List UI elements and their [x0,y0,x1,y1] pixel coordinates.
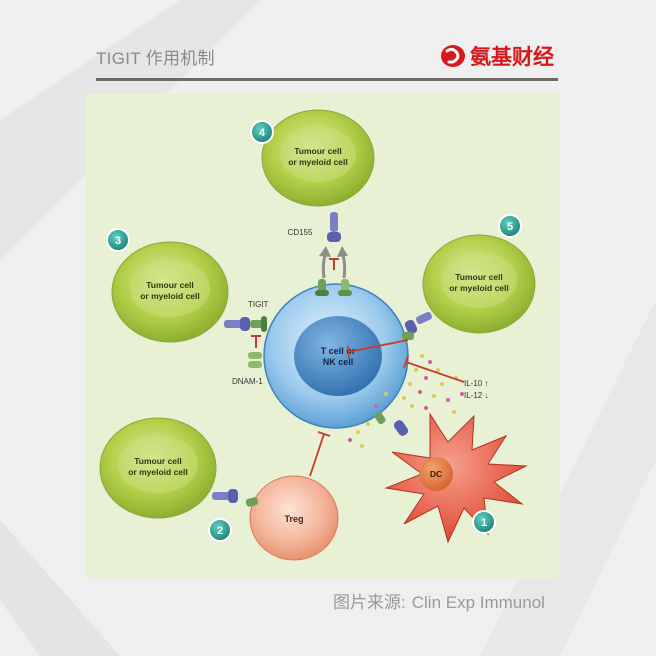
page-title: TIGIT 作用机制 [96,49,215,68]
cd155-label: CD155 [288,228,313,237]
brand-name: 氨基财经 [470,45,554,69]
inhibition-mark-tigit [251,335,261,348]
dendritic-cell: DC [384,412,528,544]
ligand-cell-3 [224,317,250,331]
step-badge-2-number: 2 [217,525,223,537]
tigit-receptor-top [315,279,329,296]
step-badge-1: 1 [472,510,496,534]
image-source-name: Clin Exp Immunol [411,593,545,612]
step-badge-1-number: 1 [481,517,487,529]
inhibition-arrow-cell5 [347,339,409,359]
tumour-cell-5: Tumour cell or myeloid cell [422,234,536,334]
brand-logo: 氨基财经 [440,42,554,70]
treg-label: Treg [284,514,303,524]
tumour-cell-4-label-2: or myeloid cell [288,157,348,167]
dc-label: DC [430,469,442,479]
t-cell-label-1: T cell or [321,346,356,356]
step-badge-4-number: 4 [259,127,266,139]
cd155-receptor [327,212,341,242]
tumour-cell-2-label-2: or myeloid cell [128,467,188,477]
tumour-cell-4: Tumour cell or myeloid cell [261,109,375,207]
arrow-head-right [337,246,348,257]
il10-label: IL-10 ↑ [464,379,488,388]
treg-cell: Treg [249,475,339,561]
step-badge-5-number: 5 [507,221,513,233]
arrow-head-left [319,246,331,257]
step-badge-3-number: 3 [115,235,121,247]
tumour-cell-3: Tumour cell or myeloid cell [111,241,229,343]
tumour-cell-2: Tumour cell or myeloid cell [99,417,217,519]
tigit-mechanism-diagram: Tumour cell or myeloid cell CD155 Tumour… [86,94,559,578]
dnam-receptor-left [248,352,262,368]
dnam-label: DNAM-1 [232,377,263,386]
t-cell-label-2: NK cell [323,357,354,367]
treg-receptor [245,497,259,507]
inhibition-mark-cd155 [329,258,339,270]
header-divider [96,78,558,81]
brand-mark-icon [441,45,465,67]
ligand-cell-2 [212,489,238,503]
dnam-receptor-top [338,279,352,296]
tigit-receptor-bottom [374,411,386,425]
image-source: 图片来源: Clin Exp Immunol [333,588,545,613]
step-badge-3: 3 [106,228,130,252]
dc-ligand [393,420,409,436]
il12-label: IL-12 ↓ [464,391,488,400]
tumour-cell-3-label-2: or myeloid cell [140,291,200,301]
tigit-receptor-left [250,316,267,332]
t-cell: T cell or NK cell [263,283,409,429]
tigit-label: TIGIT [248,300,269,309]
tigit-receptor-right [402,332,414,340]
cytokine-particles [348,354,464,448]
tumour-cell-3-label-1: Tumour cell [146,280,194,290]
tumour-cell-5-label-2: or myeloid cell [449,283,509,293]
tumour-cell-2-label-1: Tumour cell [134,456,182,466]
tumour-cell-4-label-1: Tumour cell [294,146,342,156]
inhibition-arrow-il [403,355,465,383]
inhibition-arrow-treg [309,431,331,477]
step-badge-4: 4 [250,120,274,144]
tumour-cell-5-label-1: Tumour cell [455,272,503,282]
step-badge-5: 5 [498,214,522,238]
step-badge-2: 2 [208,518,232,542]
image-source-prefix: 图片来源: [333,593,406,612]
ligand-cell-5 [404,311,432,335]
